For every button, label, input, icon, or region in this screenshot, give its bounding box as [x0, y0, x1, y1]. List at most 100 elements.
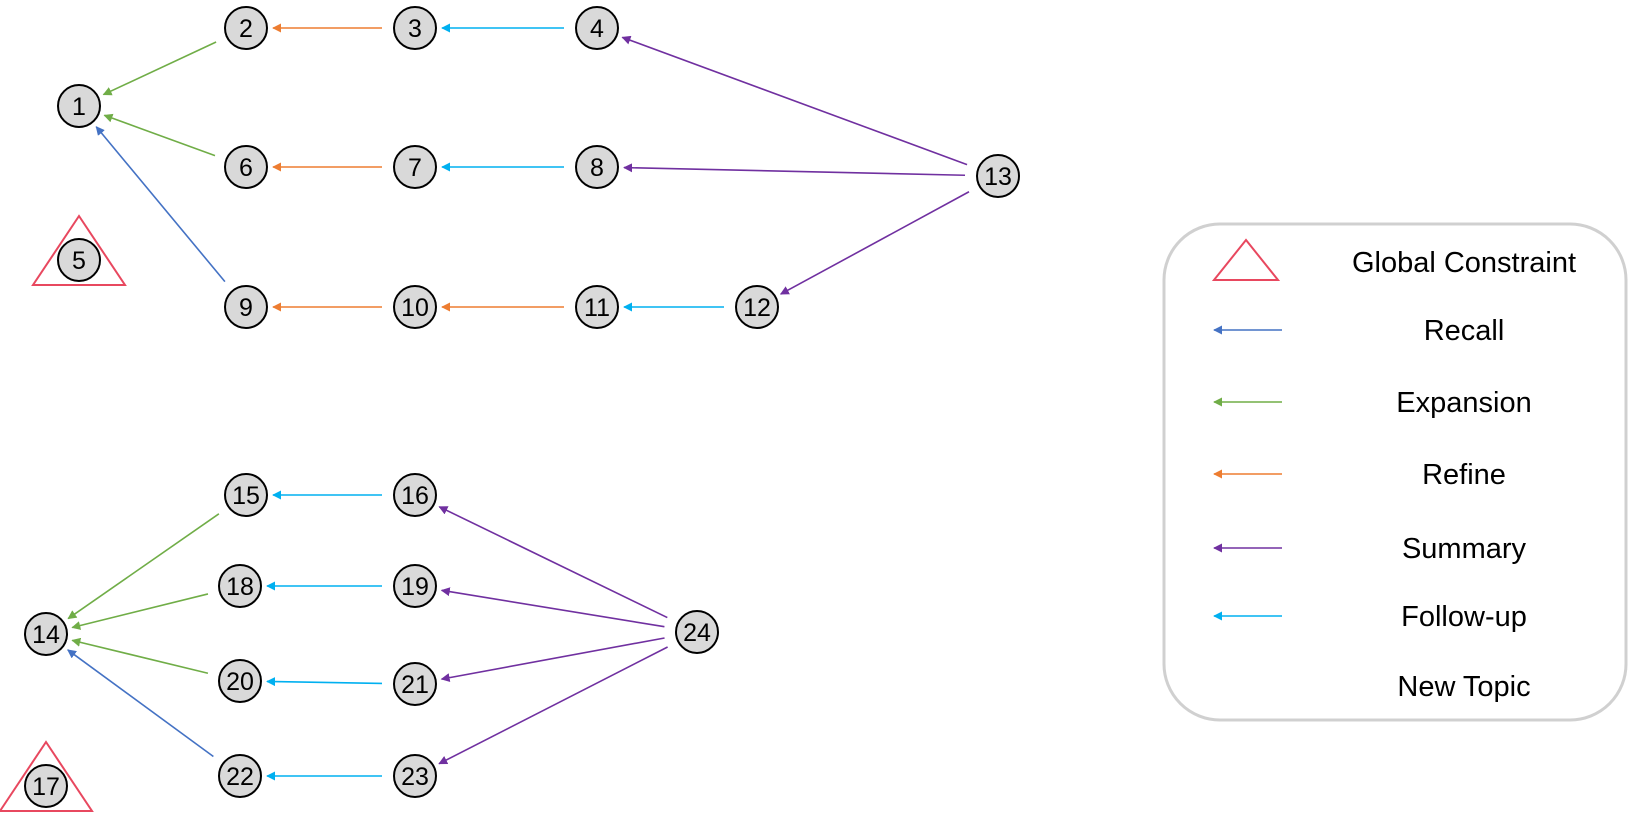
node-label: 7 — [408, 154, 422, 182]
node-21: 21 — [393, 662, 437, 706]
node-circle — [393, 662, 437, 706]
node-19: 19 — [393, 564, 437, 608]
edge-summary-24-to-16 — [438, 506, 668, 619]
node-label: 16 — [401, 482, 429, 510]
edge-summary-24-to-19 — [440, 587, 665, 628]
edge-expansion-20-to-14 — [71, 637, 209, 675]
node-label: 17 — [32, 773, 60, 801]
legend-item-follow-up: Follow-up — [1213, 601, 1527, 633]
legend-label: New Topic — [1397, 671, 1530, 703]
node-label: 19 — [401, 573, 429, 601]
legend-item-expansion: Expansion — [1213, 387, 1532, 419]
node-circle — [675, 610, 719, 654]
node-16: 16 — [393, 473, 437, 517]
edge-summary-13-to-12 — [779, 191, 970, 295]
edge-summary-24-to-21 — [440, 637, 665, 683]
edge-summary-13-to-4 — [621, 35, 968, 166]
node-label: 5 — [72, 247, 86, 275]
node-circle — [735, 285, 779, 329]
node-label: 2 — [239, 15, 253, 43]
node-10: 10 — [393, 285, 437, 329]
node-23: 23 — [393, 754, 437, 798]
node-circle — [393, 564, 437, 608]
legend-label: Refine — [1422, 459, 1506, 491]
node-circle — [224, 473, 268, 517]
global-constraint-triangle-5 — [31, 214, 127, 286]
node-circle — [575, 6, 619, 50]
legend-label: Expansion — [1396, 387, 1531, 419]
node-5: 5 — [57, 238, 101, 282]
node-label: 6 — [239, 154, 253, 182]
node-label: 24 — [683, 619, 711, 647]
node-24: 24 — [675, 610, 719, 654]
node-label: 10 — [401, 294, 429, 322]
node-9: 9 — [224, 285, 268, 329]
node-circle — [24, 612, 68, 656]
legend-item-summary: Summary — [1213, 533, 1527, 565]
node-circle — [218, 564, 262, 608]
node-label: 12 — [743, 294, 771, 322]
legend-item-global-constraint: Global Constraint — [1211, 238, 1576, 281]
edge-summary-24-to-23 — [438, 646, 668, 765]
edge-expansion-2-to-1 — [102, 41, 217, 96]
node-7: 7 — [393, 145, 437, 189]
node-circle — [393, 285, 437, 329]
edge-expansion-15-to-14 — [67, 513, 220, 620]
node-label: 4 — [590, 15, 604, 43]
edge-followup-21-to-20 — [266, 677, 383, 687]
node-label: 9 — [239, 294, 253, 322]
node-circle — [218, 754, 262, 798]
node-circle — [57, 238, 101, 282]
edge-recall-9-to-1 — [95, 126, 226, 283]
edges-layer — [67, 23, 970, 781]
node-label: 23 — [401, 763, 429, 791]
node-circle — [393, 473, 437, 517]
legend-item-new-topic: New Topic — [1397, 671, 1530, 703]
node-1: 1 — [57, 84, 101, 128]
node-label: 1 — [72, 93, 86, 121]
node-label: 8 — [590, 154, 604, 182]
legend-item-refine: Refine — [1213, 459, 1506, 491]
node-label: 18 — [226, 573, 254, 601]
node-circle — [24, 764, 68, 808]
legend-label: Summary — [1402, 533, 1527, 565]
legend-label: Recall — [1424, 315, 1505, 347]
legend-label: Follow-up — [1401, 601, 1527, 633]
legend: Global ConstraintRecallExpansionRefineSu… — [1162, 222, 1628, 722]
node-8: 8 — [575, 145, 619, 189]
node-label: 20 — [226, 668, 254, 696]
edge-expansion-18-to-14 — [71, 593, 209, 630]
node-6: 6 — [224, 145, 268, 189]
node-label: 22 — [226, 763, 254, 791]
global-constraint-triangle-17 — [0, 740, 94, 812]
node-circle — [393, 754, 437, 798]
legend-item-recall: Recall — [1213, 315, 1505, 347]
legend-label: Global Constraint — [1352, 247, 1576, 279]
node-circle — [224, 145, 268, 189]
legend-box — [1162, 222, 1628, 722]
node-circle — [976, 154, 1020, 198]
node-15: 15 — [224, 473, 268, 517]
node-4: 4 — [575, 6, 619, 50]
node-circle — [218, 659, 262, 703]
edge-summary-13-to-8 — [623, 163, 966, 177]
node-11: 11 — [575, 285, 619, 329]
node-12: 12 — [735, 285, 779, 329]
node-label: 15 — [232, 482, 260, 510]
node-22: 22 — [218, 754, 262, 798]
node-13: 13 — [976, 154, 1020, 198]
node-circle — [224, 6, 268, 50]
node-3: 3 — [393, 6, 437, 50]
node-label: 14 — [32, 621, 60, 649]
edge-recall-22-to-14 — [67, 649, 214, 758]
node-17: 17 — [24, 764, 68, 808]
node-circle — [393, 145, 437, 189]
node-label: 13 — [984, 163, 1012, 191]
node-14: 14 — [24, 612, 68, 656]
node-circle — [393, 6, 437, 50]
node-label: 3 — [408, 15, 422, 43]
node-circle — [575, 285, 619, 329]
legend-triangle-icon — [1211, 238, 1281, 281]
